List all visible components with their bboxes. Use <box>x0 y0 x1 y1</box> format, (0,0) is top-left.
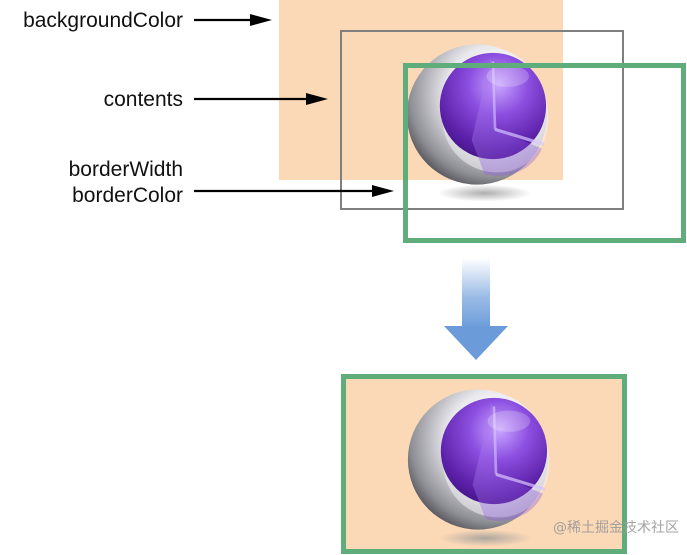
label-border-width: borderWidth <box>68 158 183 181</box>
purple-sphere-icon <box>406 387 551 549</box>
label-contents: contents <box>103 88 183 111</box>
arrow-down-icon <box>444 258 508 360</box>
contents-layer-outline <box>340 30 624 210</box>
arrow-right-icon <box>194 14 272 26</box>
arrow-right-icon <box>194 93 328 105</box>
watermark: @稀土掘金技术社区 <box>553 520 679 536</box>
label-background-color: backgroundColor <box>23 9 183 32</box>
label-border-color: borderColor <box>72 184 183 207</box>
arrow-right-icon <box>194 185 394 197</box>
border-layer <box>403 63 686 243</box>
